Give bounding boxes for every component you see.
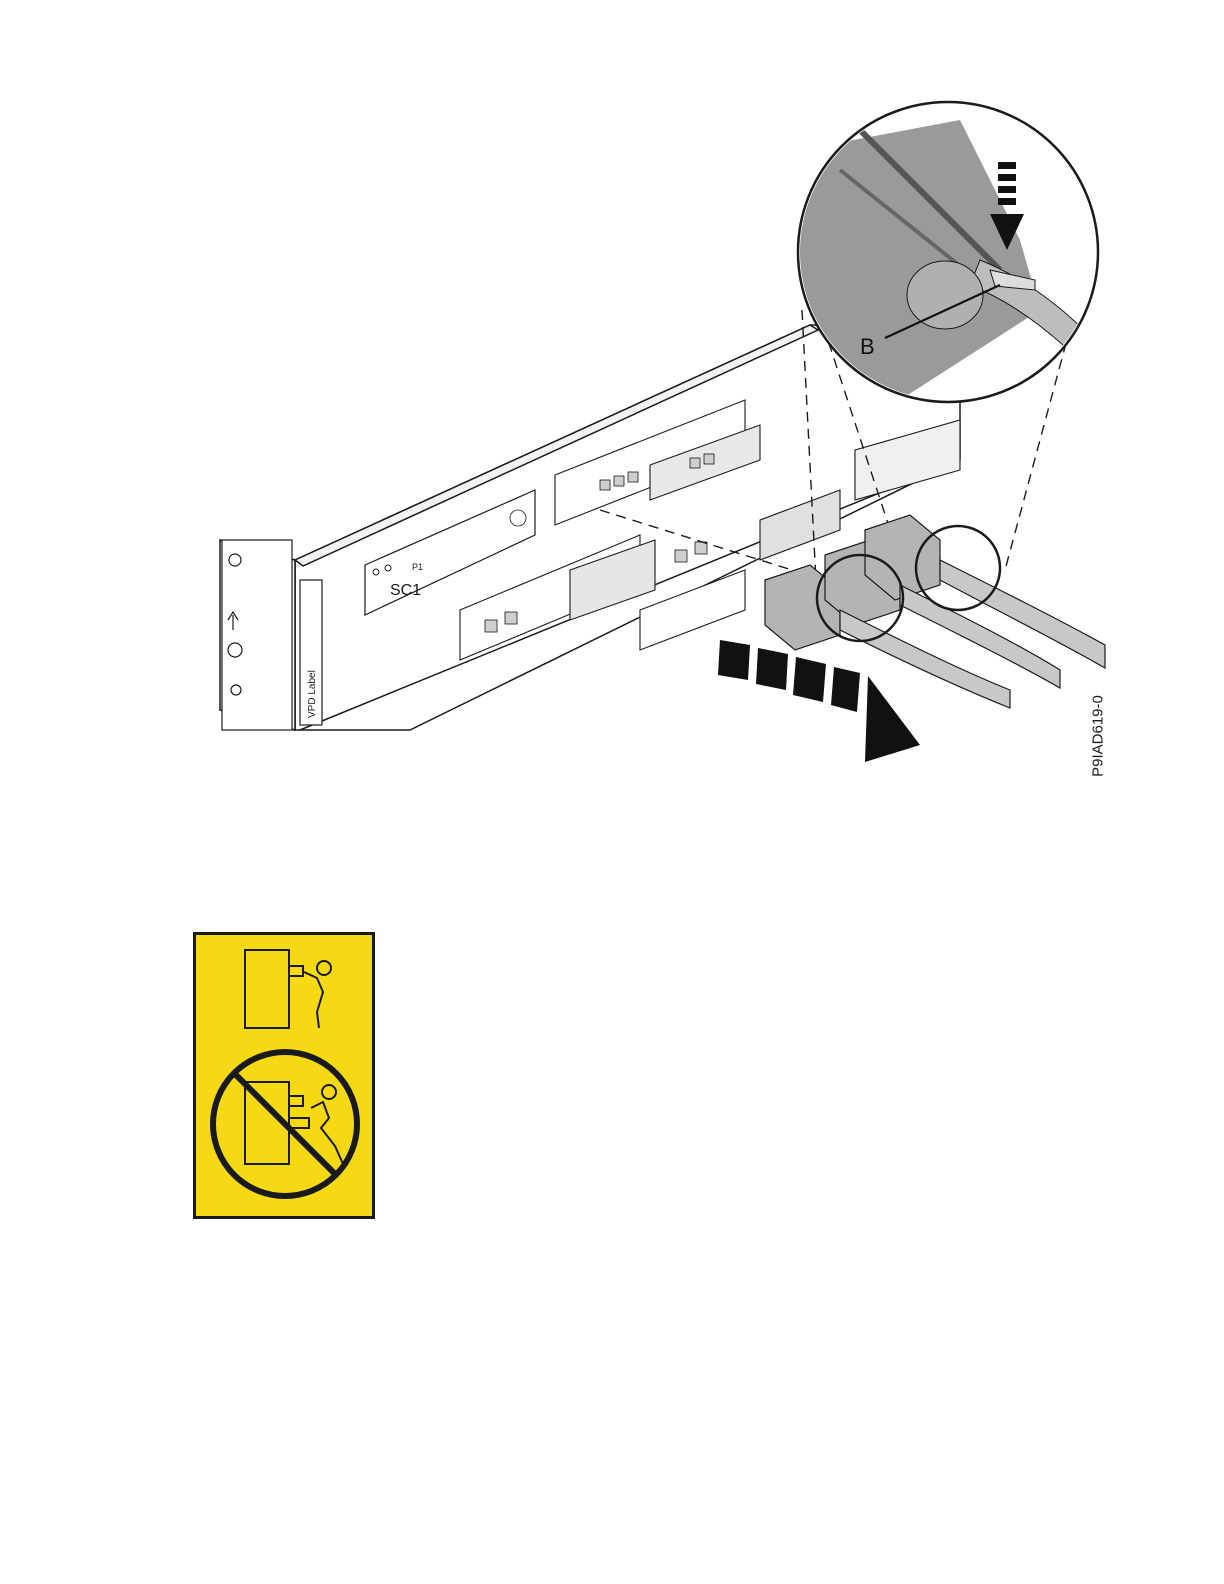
cable-removal-illustration: VPD Label SC1 P1 [200, 90, 1120, 790]
rack-flange [222, 540, 292, 730]
port-p1-label: P1 [412, 562, 423, 572]
sc1-label: SC1 [390, 582, 421, 599]
server-rear-drawing: VPD Label SC1 P1 [200, 90, 1120, 790]
vpd-label-strip: VPD Label [300, 580, 322, 725]
safety-warning-label [193, 932, 375, 1219]
server-chassis [220, 325, 960, 730]
no-standing-on-drawer-icon [193, 932, 375, 1219]
callout-b-label: B [860, 334, 875, 360]
vpd-label-text: VPD Label [307, 670, 318, 718]
latch-detail-inset [798, 102, 1110, 402]
pull-direction-arrow-icon [718, 640, 920, 762]
label-background [195, 934, 374, 1218]
figure-id: P9IAD619-0 [1090, 695, 1107, 777]
